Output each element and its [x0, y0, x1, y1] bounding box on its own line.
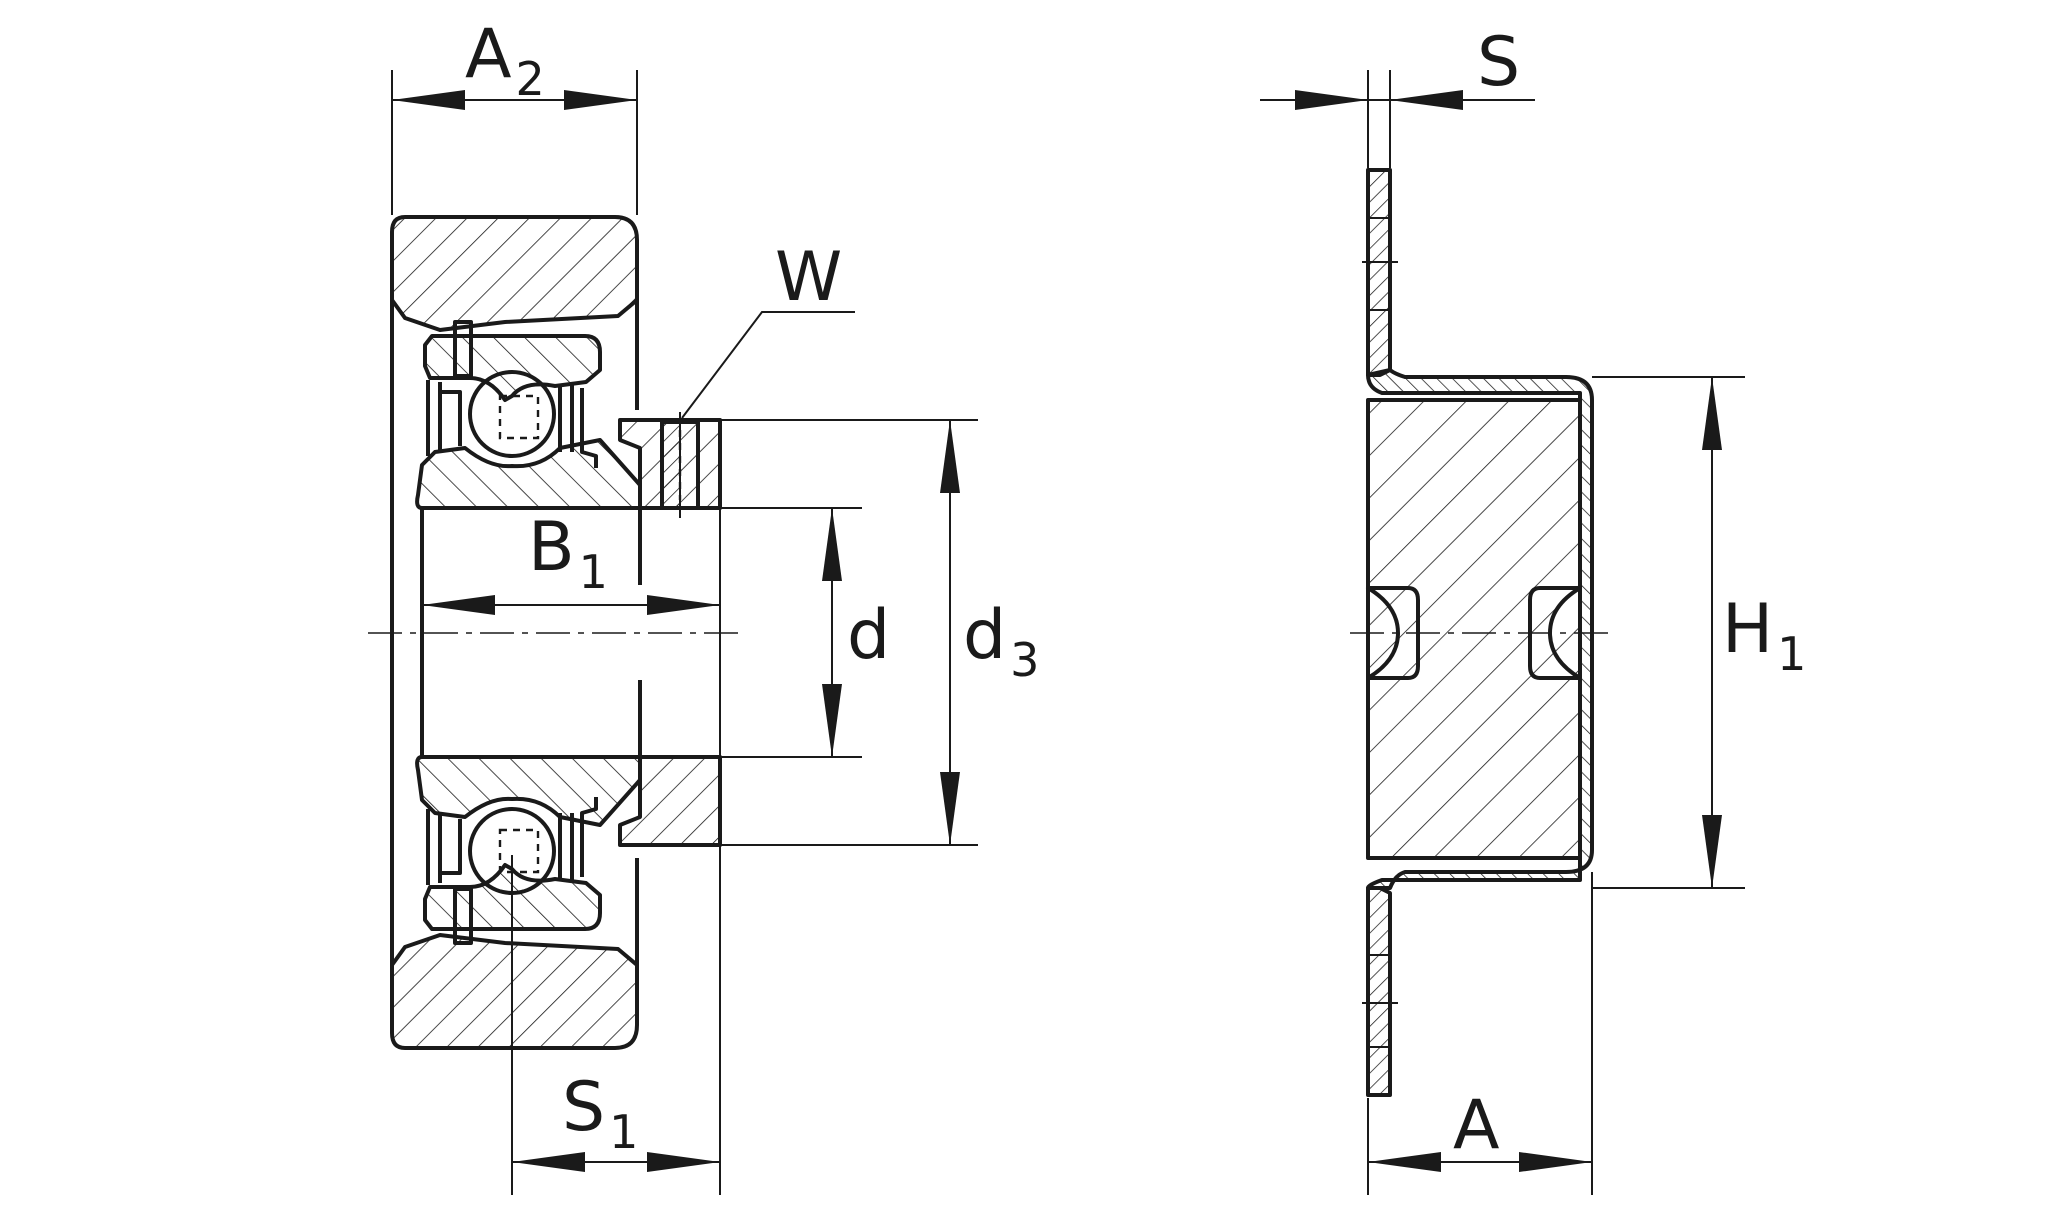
inner-race-top	[415, 438, 642, 510]
label-d: d	[847, 596, 890, 675]
left-view: A2 W B1 d d3 S1	[368, 15, 1039, 1195]
cage-top	[498, 394, 540, 440]
dim-s-arrow-right	[1390, 90, 1463, 110]
dim-a2-arrow-left	[392, 90, 465, 110]
outer-race-top	[423, 334, 602, 402]
flange-bottom	[1366, 886, 1392, 1097]
ball-top	[468, 370, 556, 458]
snap-ring-top	[453, 320, 473, 378]
seal-left-top	[426, 380, 462, 456]
dim-a-arrow-left	[1368, 1152, 1441, 1172]
dim-d3-arrow-bottom	[940, 772, 960, 845]
dim-d-arrow-bottom	[822, 684, 842, 757]
dim-b1-arrow-right	[647, 595, 720, 615]
seal-left-bottom	[426, 809, 462, 885]
seal-right-top	[558, 384, 598, 468]
leader-w	[681, 311, 855, 419]
dim-h1-arrow-bottom	[1702, 815, 1722, 888]
label-s: S	[1477, 23, 1520, 102]
label-s1: S1	[562, 1068, 638, 1159]
right-view: S H1 A	[1260, 23, 1806, 1195]
inner-race-bottom	[415, 755, 642, 827]
dim-d-arrow-top	[822, 508, 842, 581]
dim-a2-arrow-right	[564, 90, 637, 110]
label-b1: B1	[528, 508, 608, 599]
seal-right-bottom	[558, 797, 598, 881]
snap-ring-bottom	[453, 887, 473, 945]
label-w: W	[775, 238, 842, 317]
housing-block	[1366, 398, 1582, 860]
dim-h1-arrow-top	[1702, 377, 1722, 450]
label-d3: d3	[963, 596, 1039, 687]
label-h1: H1	[1722, 590, 1806, 681]
cage-bottom	[498, 828, 540, 874]
grub-screw-hatch	[662, 422, 680, 508]
outer-ring-top	[390, 215, 639, 332]
label-a: A	[1453, 1086, 1500, 1165]
flange-top	[1366, 168, 1392, 377]
dim-s1-arrow-right	[647, 1152, 720, 1172]
dim-s-arrow-left	[1295, 90, 1368, 110]
dim-b1-arrow-left	[422, 595, 495, 615]
pocket-right	[1528, 586, 1582, 680]
pocket-left	[1366, 586, 1420, 680]
dim-d3-arrow-top	[940, 420, 960, 493]
dim-a-arrow-right	[1519, 1152, 1592, 1172]
outer-ring-bottom	[390, 933, 639, 1050]
dim-s1-arrow-left	[512, 1152, 585, 1172]
label-a2: A2	[465, 15, 545, 106]
